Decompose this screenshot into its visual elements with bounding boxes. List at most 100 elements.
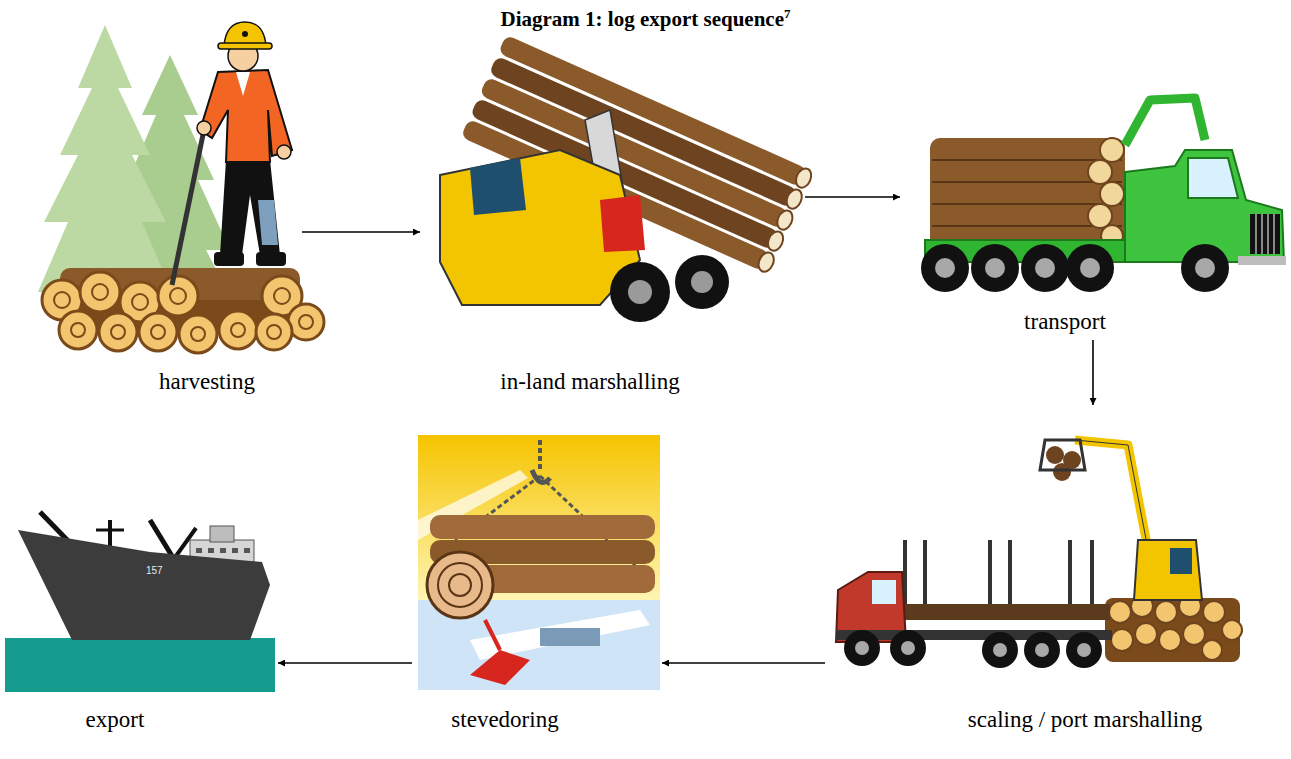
scaling-picture-part-part [1109, 601, 1131, 623]
harvest-picture-part-part [54, 292, 70, 308]
harvest-picture-part [214, 252, 244, 266]
scaling-picture-part-part [1155, 601, 1177, 623]
log-truck-picture-part-part [1100, 182, 1124, 206]
log-truck-picture-part [1188, 158, 1238, 198]
stevedoring-picture [418, 435, 660, 690]
loader-picture-part [470, 158, 526, 215]
harvest-picture-part-part [151, 325, 165, 339]
scaling-picture-part [872, 580, 896, 604]
harvest-picture-part-part [139, 313, 177, 351]
scaling-picture-part-part [1046, 446, 1064, 464]
ship-picture-part [18, 530, 270, 640]
diagram-title: Diagram 1: log export sequence [501, 7, 784, 31]
scaling-picture-part-part [982, 632, 1018, 668]
harvest-picture-part-part [158, 276, 198, 316]
scaling-picture-part [890, 604, 1110, 620]
harvest-picture-part-part [92, 284, 108, 300]
scaling-picture-part-part [844, 630, 880, 666]
scaling-stage: scaling / port marshalling [825, 405, 1245, 740]
log-truck-picture-part [921, 244, 1229, 292]
harvest-picture [38, 22, 324, 353]
loader-picture-part [600, 195, 645, 252]
stage-label: stevedoring [451, 707, 558, 732]
scaling-picture-part-part [1024, 632, 1060, 668]
loader-picture-part-part-part [756, 250, 777, 274]
scaling-picture-part-part [1068, 540, 1072, 606]
harvest-picture-part-part [99, 313, 137, 351]
scaling-picture-part-part [993, 643, 1007, 657]
ship-picture-part [96, 529, 124, 532]
scaling-picture [836, 440, 1242, 668]
ship-picture-part [196, 548, 250, 553]
harvest-picture-part [236, 72, 250, 96]
log-truck-picture-part [1238, 256, 1286, 265]
scaling-picture-part-part [1053, 463, 1071, 481]
loader-picture-part [691, 271, 713, 293]
harvest-picture-part [197, 121, 211, 135]
scaling-picture-part-part [1111, 629, 1133, 651]
flow-arrow [302, 231, 420, 233]
ship-picture-part-part [220, 548, 226, 553]
log-truck-picture-part [930, 138, 1125, 250]
ship-picture-part-part [196, 548, 202, 553]
harvest-picture-part [218, 43, 272, 49]
scaling-picture-part-part [1183, 623, 1205, 645]
loader-picture-part [675, 255, 729, 309]
stevedoring-stage: stevedoring [412, 430, 662, 740]
log-truck-picture-part-part [1100, 138, 1124, 162]
log-truck-picture-part-part [935, 258, 955, 278]
export-stage: export [3, 510, 278, 740]
loader-picture-part-part [756, 166, 814, 274]
flow-arrow [278, 662, 412, 664]
scaling-picture-part-part [901, 641, 915, 655]
loader-picture-part-part-part [784, 187, 805, 211]
harvest-picture-part-part [111, 325, 125, 339]
log-truck-picture-part-part [1267, 214, 1269, 254]
log-truck-picture [921, 98, 1286, 292]
scaling-picture-part [844, 630, 1102, 668]
log-truck-picture-part-part [1181, 244, 1229, 292]
harvest-picture-part-part [71, 323, 85, 337]
ship-picture-part-part [208, 548, 214, 553]
harvest-picture-part-part [274, 288, 290, 304]
loader-picture-part-part-part [765, 229, 786, 253]
scaling-picture-part-part [923, 540, 927, 606]
hull-number: 157 [146, 566, 163, 576]
stage-label: in-land marshalling [500, 369, 680, 394]
log-truck-picture-part-part [1021, 244, 1069, 292]
harvest-picture-part-part [191, 327, 205, 341]
loader-picture-part [628, 280, 652, 304]
scaling-picture-part-part [855, 641, 869, 655]
transport-stage: transport [900, 90, 1286, 340]
ship-picture-part [150, 520, 172, 556]
loader-picture-part [610, 262, 670, 322]
harvest-picture-part-part [267, 325, 281, 339]
scaling-picture-part [905, 540, 1092, 606]
loader-picture-part-part-part [793, 166, 814, 190]
stevedoring-picture-part [430, 515, 655, 539]
flow-arrow [1092, 340, 1094, 405]
harvest-picture-part-part [288, 304, 324, 340]
harvest-picture-part [200, 70, 292, 162]
harvest-picture-part-part [231, 323, 245, 337]
ship-picture [5, 512, 275, 692]
ship-picture-part-part [232, 548, 238, 553]
log-truck-picture-part [1125, 98, 1205, 145]
log-truck-picture-part-part [1088, 160, 1112, 184]
harvest-picture-part [38, 25, 172, 292]
stage-label: export [86, 707, 145, 732]
scaling-picture-part-part [890, 630, 926, 666]
loader-picture [440, 35, 814, 322]
harvest-picture-part [220, 160, 280, 255]
stevedoring-picture-part [470, 650, 530, 685]
harvest-picture-part [277, 145, 291, 159]
log-truck-picture-part-part [932, 159, 1122, 161]
stage-label: transport [1024, 309, 1106, 334]
log-truck-picture-part-part [932, 203, 1122, 205]
scaling-picture-part-part [988, 540, 992, 606]
ship-picture-part-part [244, 548, 250, 553]
scaling-picture-part [1046, 446, 1081, 481]
harvest-picture-part [172, 125, 205, 285]
scaling-picture-part-part [1202, 640, 1222, 660]
